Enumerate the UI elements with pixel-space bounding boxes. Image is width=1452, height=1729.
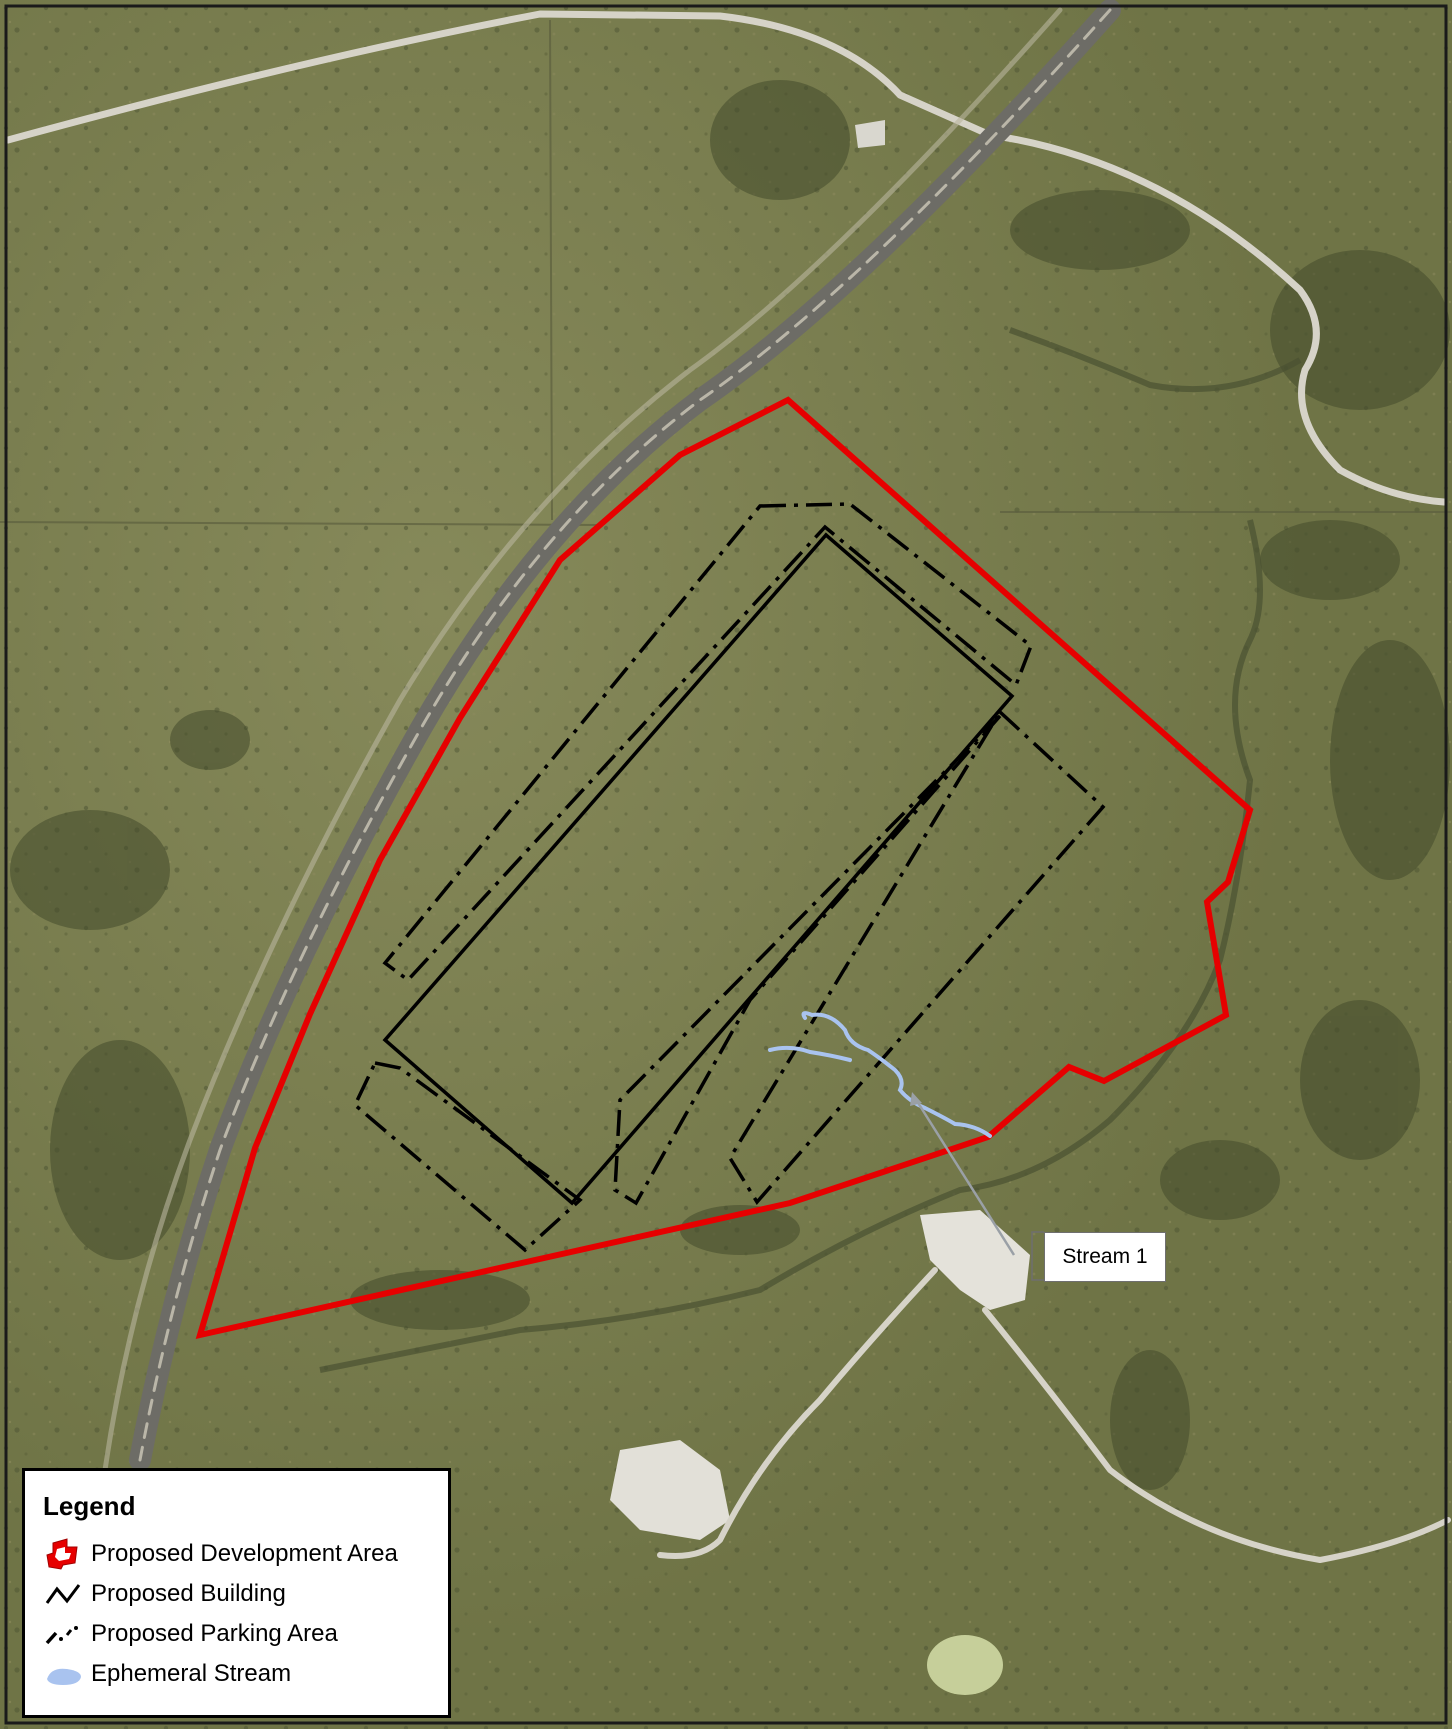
legend-title: Legend	[43, 1491, 136, 1521]
highway-frontage	[102, 7, 1063, 1473]
fence-lines	[0, 19, 1452, 526]
stream-callout-label: Stream 1	[1044, 1232, 1166, 1282]
stream-leader-line	[910, 1092, 1044, 1281]
ephemeral-stream[interactable]	[768, 1011, 992, 1138]
legend-label-parking: Proposed Parking Area	[91, 1620, 338, 1647]
legend-label-stream: Ephemeral Stream	[91, 1660, 292, 1687]
legend-item-development-area: Proposed Development Area	[43, 1534, 448, 1574]
roads	[4, 0, 1451, 1563]
parking-area-south-west	[352, 1061, 583, 1253]
creek	[319, 327, 1302, 1373]
vegetation-patches	[10, 80, 1450, 1490]
access-road	[657, 1267, 938, 1559]
building-line-icon	[45, 1584, 81, 1604]
map-border	[4, 4, 1448, 1725]
top-road	[4, 10, 1448, 506]
parking-dashdot-icon	[45, 1626, 78, 1645]
development-area-icon	[46, 1538, 78, 1570]
parking-area-north	[382, 502, 1034, 983]
legend-label-building: Proposed Building	[91, 1580, 286, 1607]
stream-swatch-icon	[47, 1668, 81, 1685]
highway-lane	[138, 8, 1112, 1462]
legend: Legend Proposed Development Area Propose…	[22, 1468, 451, 1718]
building-footprint[interactable]	[382, 532, 1015, 1206]
legend-item-parking: Proposed Parking Area	[43, 1614, 448, 1654]
legend-item-stream: Ephemeral Stream	[43, 1654, 448, 1694]
parking-areas[interactable]	[352, 502, 1106, 1253]
legend-label-development-area: Proposed Development Area	[91, 1540, 398, 1567]
development-area-boundary[interactable]	[195, 396, 1254, 1340]
east-road	[982, 1307, 1451, 1563]
legend-item-building: Proposed Building	[43, 1574, 448, 1614]
parking-area-east	[727, 709, 1106, 1205]
parking-area-south-east	[613, 714, 1002, 1206]
